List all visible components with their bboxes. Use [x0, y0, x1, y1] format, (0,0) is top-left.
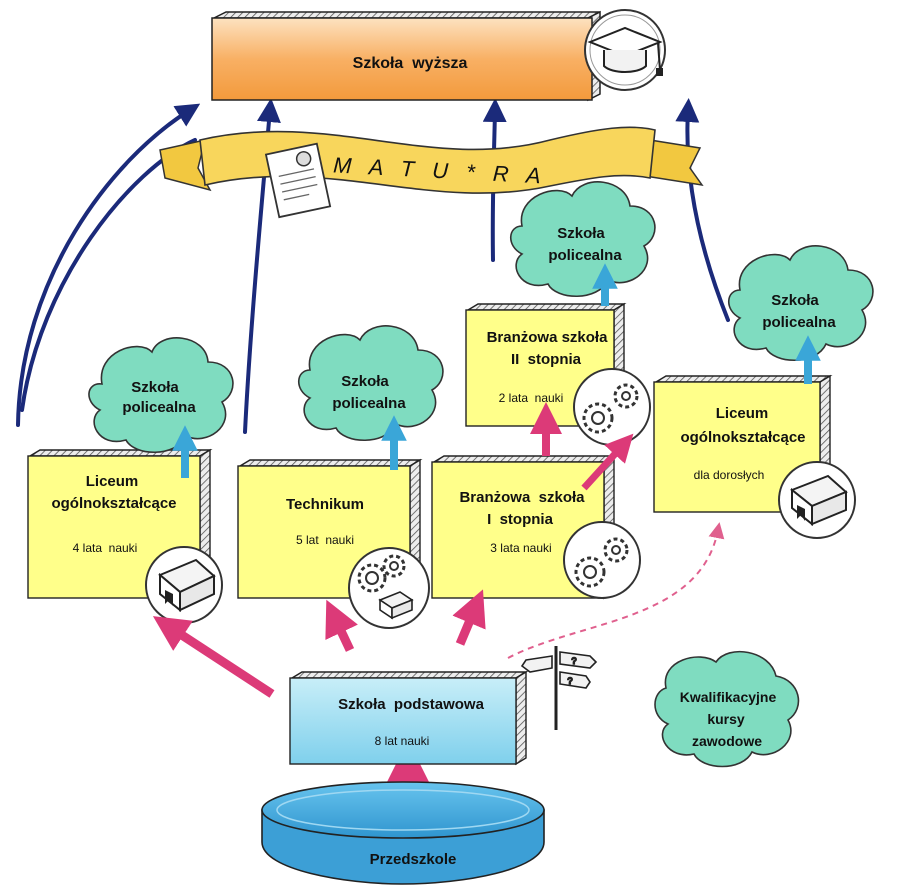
kwalifikacyjne-line3: zawodowe	[692, 733, 762, 749]
higher-education-title: Szkoła wyższa	[353, 55, 468, 72]
signpost-icon: ? ?	[520, 646, 598, 730]
liceum-adult-line3: dla dorosłych	[694, 468, 765, 482]
podstawowa-years: 8 lat nauki	[375, 734, 430, 748]
branzowa1-years: 3 lata nauki	[490, 541, 551, 555]
arrows-to-policealna	[172, 263, 821, 478]
liceum-years: 4 lata nauki	[73, 541, 138, 555]
kwalifikacyjne-line1: Kwalifikacyjne	[680, 689, 777, 705]
arrow-adult-to-higher	[675, 98, 730, 322]
branzowa2-years: 2 lata nauki	[499, 391, 564, 405]
gears-icon	[573, 368, 651, 446]
matura-banner: M A T U * R A	[159, 126, 704, 194]
gears-icon	[563, 521, 641, 599]
policealna-line1: Szkoła	[131, 379, 179, 396]
liceum-adult-line1: Liceum	[716, 405, 769, 422]
gears-book-icon	[348, 547, 430, 629]
kwalifikacyjne-line2: kursy	[707, 711, 745, 727]
policealna-line1: Szkoła	[771, 292, 819, 309]
arrow-liceum-to-higher	[16, 103, 201, 427]
technikum-title: Technikum	[286, 496, 364, 513]
certificate-icon	[264, 142, 332, 219]
arrow-podstawowa-to-branzowa1	[452, 589, 486, 646]
policealna-line2: policealna	[548, 247, 622, 264]
arrows-from-podstawowa	[152, 402, 634, 810]
arrow-podstawowa-to-technikum	[325, 599, 358, 652]
liceum-line2: ogólnokształcące	[51, 495, 176, 512]
svg-text:?: ?	[567, 676, 572, 686]
liceum-adult-box: Liceum ogólnokształcące dla dorosłych	[653, 374, 833, 514]
liceum-line1: Liceum	[86, 473, 139, 490]
policealna-line2: policealna	[762, 314, 836, 331]
policealna-line2: policealna	[332, 395, 406, 412]
przedszkole-pool: Przedszkole	[261, 781, 545, 885]
policealna-cloud-2: Szkoła policealna	[297, 325, 444, 442]
podstawowa-title: Szkoła podstawowa	[338, 696, 485, 713]
book-icon	[145, 546, 223, 624]
technikum-years: 5 lat nauki	[296, 533, 354, 547]
dashed-arrow-to-liceum-adult	[507, 522, 725, 659]
liceum-adult-line2: ogólnokształcące	[680, 429, 805, 446]
branzowa2-line1: Branżowa szkoła	[487, 329, 609, 346]
graduation-cap-icon	[584, 9, 666, 91]
arrow-branzowa1-to-liceum-adult	[581, 433, 634, 491]
podstawowa-box: Szkoła podstawowa 8 lat nauki	[289, 670, 529, 766]
branzowa2-line2: II stopnia	[511, 351, 582, 368]
branzowa1-line2: I stopnia	[487, 511, 553, 528]
kwalifikacyjne-cloud: Kwalifikacyjne kursy zawodowe	[654, 650, 800, 768]
policealna-cloud-4: Szkoła policealna	[727, 245, 874, 362]
policealna-cloud-3: Szkoła policealna	[509, 181, 656, 298]
arrow-podstawowa-to-liceum	[152, 616, 275, 698]
book-icon	[778, 461, 856, 539]
policealna-line1: Szkoła	[557, 225, 605, 242]
policealna-cloud-1: Szkoła policealna	[88, 337, 234, 454]
higher-education-box: Szkoła wyższa	[211, 10, 601, 102]
przedszkole-title: Przedszkole	[370, 851, 457, 868]
policealna-line2: policealna	[122, 399, 196, 416]
policealna-line1: Szkoła	[341, 373, 389, 390]
svg-text:?: ?	[571, 656, 576, 666]
branzowa1-line1: Branżowa szkoła	[459, 489, 585, 506]
